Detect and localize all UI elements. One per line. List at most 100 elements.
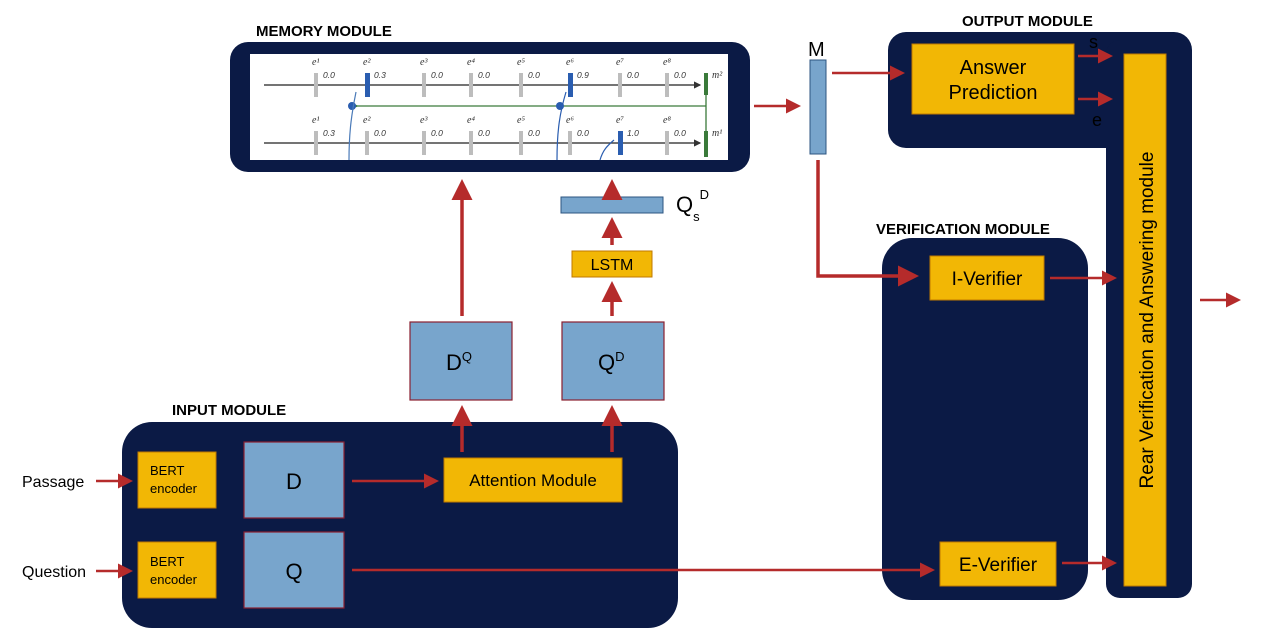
qsd-label: QsD [676,187,709,224]
dq-base: D [446,350,462,375]
verification-module-title: VERIFICATION MODULE [876,221,1050,238]
connection-arrows [96,48,1241,579]
q-box [243,531,345,609]
qsd-sup: D [700,187,709,202]
i-verifier-label: I-Verifier [952,269,1023,290]
memory-bottom-slot-name-5: e⁵ [517,115,525,126]
dq-box [409,321,513,401]
memory-bottom-slot-bar-3 [422,131,426,155]
qsd-bar [560,196,664,214]
qd-sup: D [615,349,624,364]
memory-top-slot-bar-5 [519,73,523,97]
d-label: D [286,469,302,494]
memory-top-slot-value-2: 0.3 [374,70,386,80]
dq-sup: Q [462,349,472,364]
bert-encoder-passage [137,451,217,509]
memory-top-slot-name-6: e⁶ [566,57,574,68]
memory-top-slot-name-5: e⁵ [517,57,525,68]
memory-curve-e7 [599,139,615,161]
memory-top-slot-bar-6 [568,73,573,97]
bert-encoder-question-line1: BERT [150,554,184,569]
memory-top-slot-bar-4 [469,73,473,97]
start-label: s [1089,32,1098,52]
qd-label: QD [598,349,625,375]
memory-module-title: MEMORY MODULE [256,23,392,40]
qsd-base: Q [676,192,693,217]
memory-bottom-slot-name-3: e³ [420,115,428,126]
bert-encoder-passage-line2: encoder [150,481,198,496]
memory-graph-panel [250,54,728,160]
memory-bottom-slot-bar-5 [519,131,523,155]
memory-bottom-slot-value-7: 1.0 [627,128,639,138]
memory-bottom-slot-bar-8 [665,131,669,155]
lstm-label: LSTM [591,257,634,274]
memory-bottom-slot-value-3: 0.0 [431,128,443,138]
memory-m1-bar [704,131,708,157]
answer-prediction-label-2: Prediction [949,82,1038,104]
lstm-box [571,250,653,278]
memory-m1-label: m¹ [712,128,722,139]
rear-verification-label: Rear Verification and Answering module [1137,152,1158,489]
memory-curve-e6 [556,91,567,161]
memory-top-slot-name-1: e¹ [312,57,319,68]
memory-m2-label: m² [712,70,723,81]
memory-m2-bar [704,73,708,95]
q-label: Q [285,559,302,584]
attention-module-label: Attention Module [469,471,597,490]
memory-bottom-slot-value-6: 0.0 [577,128,589,138]
answer-prediction-box [911,43,1075,115]
memory-bottom-slot-name-2: e² [363,115,371,126]
memory-bottom-slot-bar-6 [568,131,572,155]
memory-bottom-slot-value-8: 0.0 [674,128,686,138]
memory-curve-e2 [348,91,357,161]
e-verifier-box [939,541,1057,587]
memory-top-slot-value-5: 0.0 [528,70,540,80]
question-label: Question [22,564,86,581]
memory-top-slot-bar-1 [314,73,318,97]
memory-top-slot-value-7: 0.0 [627,70,639,80]
arrow-m-iverifier [816,160,919,287]
memory-node-e2 [348,102,356,110]
memory-top-slot-value-4: 0.0 [478,70,490,80]
memory-bottom-slot-bar-7 [618,131,623,155]
memory-bottom-slot-name-4: e⁴ [467,115,475,126]
verification-module [882,238,1088,600]
output-module-title: OUTPUT MODULE [962,13,1093,30]
d-box [243,441,345,519]
memory-output-bar [809,59,827,155]
memory-top-slot-name-3: e³ [420,57,428,68]
qd-box [561,321,665,401]
memory-top-slot-bar-7 [618,73,622,97]
memory-bottom-slot-name-7: e⁷ [616,115,624,126]
attention-module-box [443,457,623,503]
memory-bottom-slot-name-1: e¹ [312,115,319,126]
input-module-title: INPUT MODULE [172,402,286,419]
qsd-sub: s [693,209,700,224]
memory-bottom-slot-name-6: e⁶ [566,115,574,126]
memory-top-slot-value-1: 0.0 [323,70,335,80]
memory-bottom-slot-name-8: e⁸ [663,115,671,126]
i-verifier-box [929,255,1045,301]
memory-top-slot-value-6: 0.9 [577,70,589,80]
memory-output-label: M [808,39,825,61]
answer-prediction-label-1: Answer [960,57,1027,79]
passage-label: Passage [22,474,84,491]
memory-top-slot-name-2: e² [363,57,371,68]
memory-top-slot-bar-3 [422,73,426,97]
memory-top-slot-value-3: 0.0 [431,70,443,80]
memory-bottom-slot-value-2: 0.0 [374,128,386,138]
memory-top-slot-bar-8 [665,73,669,97]
bert-encoder-question-line2: encoder [150,572,198,587]
memory-bottom-slot-bar-2 [365,131,369,155]
dq-label: DQ [446,349,472,375]
bert-encoder-passage-line1: BERT [150,463,184,478]
memory-bottom-slot-bar-4 [469,131,473,155]
memory-bottom-slot-value-5: 0.0 [528,128,540,138]
memory-top-slot-name-7: e⁷ [616,57,624,68]
qd-base: Q [598,350,615,375]
end-label: e [1092,110,1102,130]
memory-top-slot-name-4: e⁴ [467,57,475,68]
